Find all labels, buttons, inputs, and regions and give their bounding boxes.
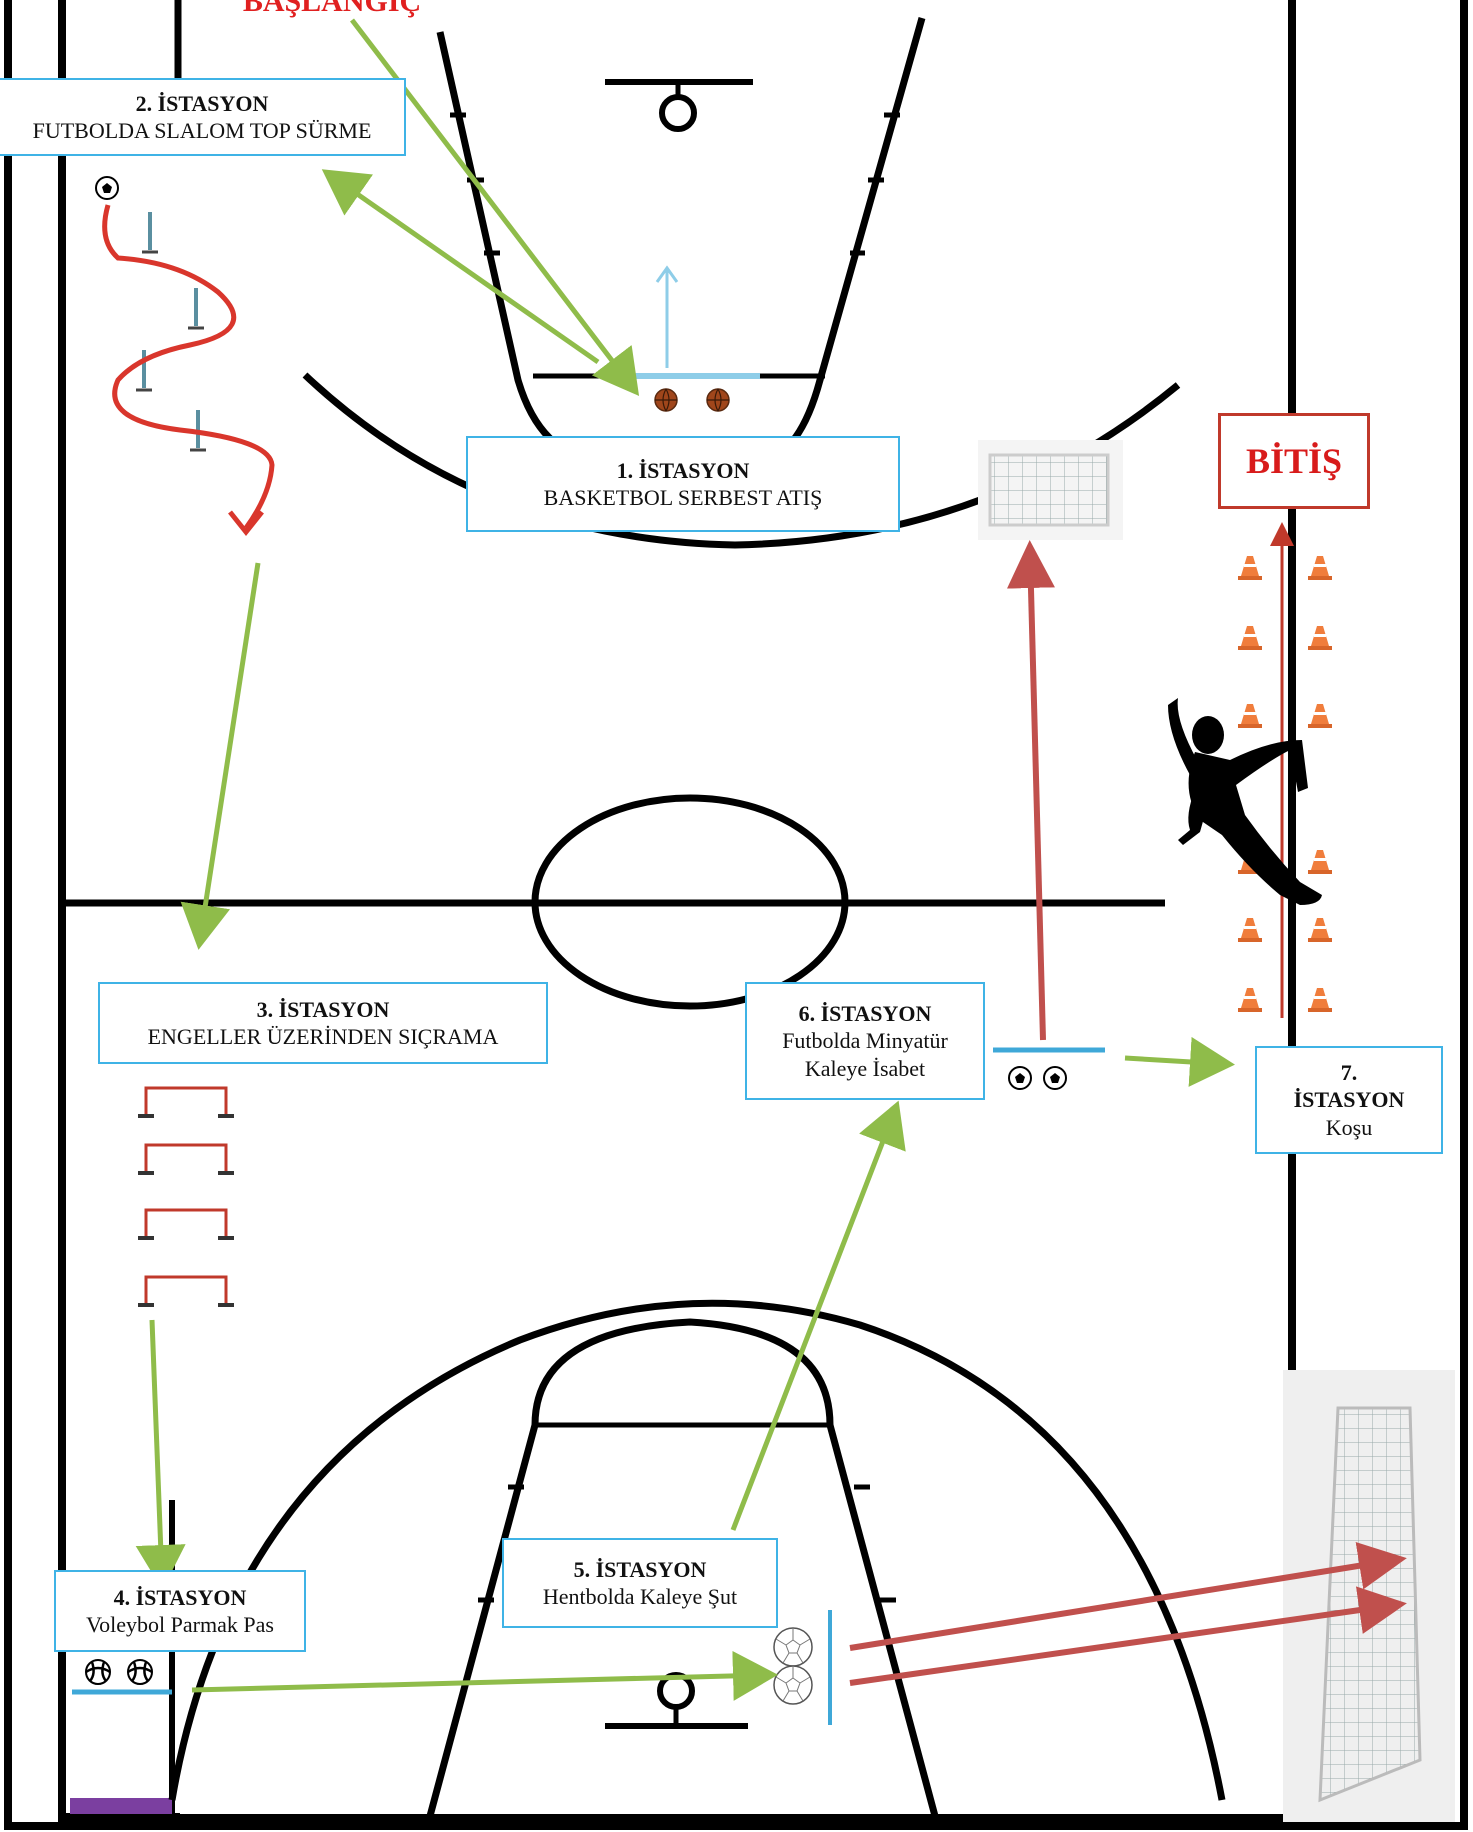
- station-subtitle: Koşu: [1325, 1114, 1373, 1140]
- station-subtitle: FUTBOLDA SLALOM TOP SÜRME: [32, 118, 372, 143]
- station-title: 1. İSTASYON: [616, 457, 750, 483]
- cone-icon: [1308, 556, 1332, 580]
- station-title: 6. İSTASYON: [798, 1000, 932, 1026]
- station-title: 3. İSTASYON: [256, 996, 390, 1022]
- station-subtitle-line1: Futbolda Minyatür: [782, 1028, 948, 1054]
- volleyball-icon: [84, 1658, 112, 1686]
- mini-goal-icon: [978, 440, 1123, 540]
- hurdle-icon: [136, 1208, 236, 1240]
- flow-arrow-start-to-1: [350, 18, 640, 396]
- bottom-three-point-arc: [168, 1299, 1226, 1801]
- start-label: BAŞLANGIÇ: [212, 0, 452, 18]
- shot-arrow-handball-2: [849, 1586, 1407, 1686]
- soccer-ball-icon: [1008, 1066, 1032, 1090]
- station-title: 4. İSTASYON: [113, 1584, 247, 1610]
- cone-icon: [1308, 704, 1332, 728]
- cone-icon: [1238, 704, 1262, 728]
- station-subtitle-line2: Kaleye İsabet: [804, 1055, 926, 1081]
- cone-lane: [1238, 522, 1332, 1018]
- station-7-label: 7. İSTASYON Koşu: [1255, 1046, 1443, 1154]
- cone-icon: [1238, 556, 1262, 580]
- top-hoop: [659, 94, 697, 132]
- shot-arrow-handball-1: [849, 1542, 1407, 1651]
- station-1-label: 1. İSTASYON BASKETBOL SERBEST ATIŞ: [466, 436, 900, 532]
- station-2-label: 2. İSTASYON FUTBOLDA SLALOM TOP SÜRME: [0, 78, 406, 156]
- station-subtitle: Voleybol Parmak Pas: [86, 1612, 274, 1637]
- flow-arrow-4-to-5: [191, 1650, 778, 1701]
- station-subtitle: BASKETBOL SERBEST ATIŞ: [543, 485, 823, 510]
- court-boundary: [58, 0, 1296, 1822]
- outer-frame: [4, 0, 1468, 1830]
- cone-icon: [1308, 850, 1332, 874]
- station-subtitle: ENGELLER ÜZERİNDEN SIÇRAMA: [147, 1024, 499, 1049]
- station-3-label: 3. İSTASYON ENGELLER ÜZERİNDEN SIÇRAMA: [98, 982, 548, 1064]
- station-title-line2: İSTASYON: [1293, 1087, 1405, 1113]
- cone-icon: [1308, 988, 1332, 1012]
- hurdle-icon: [136, 1143, 236, 1175]
- flow-arrow-3-to-4: [135, 1319, 186, 1590]
- flow-arrow-1-to-2: [321, 169, 600, 365]
- top-key-left: [436, 31, 601, 466]
- handball-icon: [773, 1627, 813, 1667]
- flow-arrow-2-to-3: [180, 562, 261, 950]
- cone-icon: [1238, 626, 1262, 650]
- handball-goal-icon: [1283, 1370, 1455, 1822]
- runner-icon: [1168, 698, 1322, 905]
- cone-icon: [1238, 918, 1262, 942]
- cone-icon: [1238, 988, 1262, 1012]
- station-4-label: 4. İSTASYON Voleybol Parmak Pas: [54, 1570, 306, 1652]
- basketball-icon: [706, 388, 730, 412]
- basketball-icon: [654, 388, 678, 412]
- station-6-label: 6. İSTASYON Futbolda Minyatür Kaleye İsa…: [745, 982, 985, 1100]
- slalom-pole: [186, 286, 206, 330]
- bottom-key-left: [426, 1424, 539, 1817]
- top-key-right: [759, 17, 926, 466]
- soccer-ball-icon: [1043, 1066, 1067, 1090]
- station-title: 5. İSTASYON: [573, 1556, 707, 1582]
- center-circle: [531, 794, 849, 1010]
- station-title-line1: 7.: [1340, 1059, 1358, 1085]
- bottom-free-throw-arc: [531, 1318, 834, 1426]
- slalom-pole: [140, 210, 160, 254]
- cone-icon: [1308, 626, 1332, 650]
- hurdle-icon: [136, 1275, 236, 1307]
- flow-arrow-5-to-6: [730, 1100, 906, 1531]
- flow-arrow-6-to-7: [1124, 1036, 1235, 1087]
- station-5-label: 5. İSTASYON Hentbolda Kaleye Şut: [502, 1538, 778, 1628]
- slalom-course: [95, 176, 275, 537]
- hurdle-icon: [136, 1086, 236, 1118]
- soccer-ball-icon: [95, 176, 119, 200]
- station-subtitle: Hentbolda Kaleye Şut: [542, 1584, 738, 1609]
- slalom-path: [102, 204, 275, 530]
- volleyball-icon: [126, 1658, 154, 1686]
- station-title: 2. İSTASYON: [135, 90, 269, 116]
- handball-icon: [773, 1665, 813, 1705]
- bottom-key-right: [826, 1424, 939, 1817]
- shot-arrow-mini-goal: [1006, 540, 1055, 1041]
- finish-label: BİTİŞ: [1218, 413, 1370, 509]
- baseline-marker: [70, 1798, 172, 1814]
- cone-icon: [1308, 918, 1332, 942]
